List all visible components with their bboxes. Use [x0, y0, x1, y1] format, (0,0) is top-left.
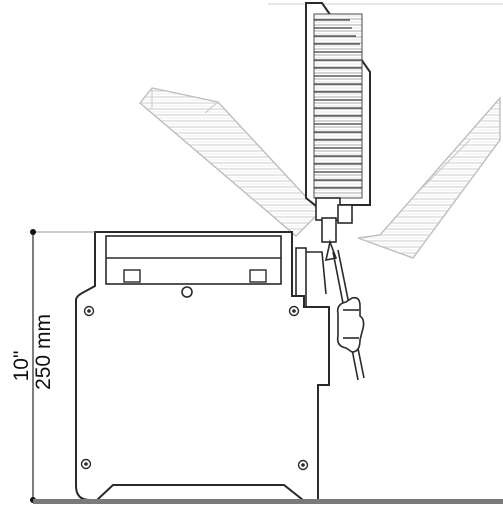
fixture-base: [75, 231, 330, 501]
tilt-lock-knob: [336, 296, 365, 353]
mounting-screw: [288, 305, 300, 317]
dimension-metric-label: 250 mm: [32, 314, 55, 390]
mounting-screw: [297, 459, 309, 471]
ghost-head-tilted-right: [357, 96, 501, 259]
mounting-screw: [80, 458, 92, 470]
floor-line: [33, 499, 503, 504]
dimension-imperial-label: 10": [10, 351, 33, 382]
ghost-head-tilted-left: [139, 87, 321, 237]
upright-head: [305, 2, 371, 206]
mounting-screw: [83, 305, 95, 317]
